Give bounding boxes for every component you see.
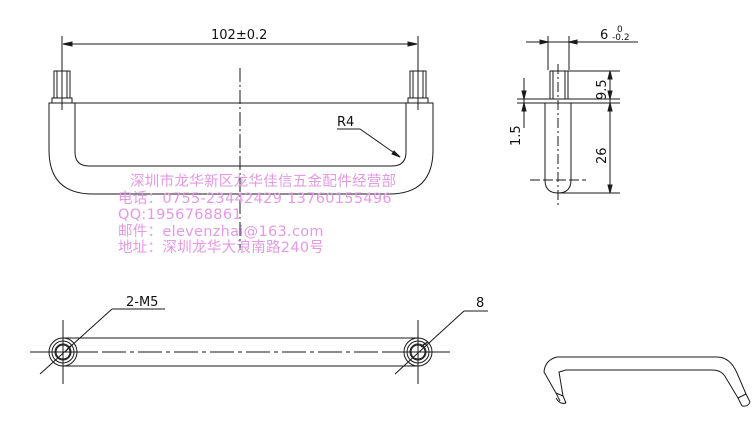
shoulder-label: 1.5 xyxy=(509,125,524,146)
watermark-qq: QQ:1956768861 xyxy=(118,207,242,223)
front-view xyxy=(48,36,434,250)
radius-label: R4 xyxy=(337,115,354,130)
center-distance-label: 102±0.2 xyxy=(211,28,267,43)
watermark-email: 邮件：elevenzhai@163.com xyxy=(118,223,324,240)
watermark-company: 深圳市龙华新区龙华佳信五金配件经营部 xyxy=(130,174,397,190)
thread-length-label: 9.5 xyxy=(595,79,610,100)
isometric-view xyxy=(543,356,751,407)
top-view xyxy=(30,308,488,384)
thread-spec-label: 2-M5 xyxy=(126,295,158,310)
side-view xyxy=(517,36,638,208)
side-width-tol-lower: -0.2 xyxy=(612,33,630,43)
side-width-label: 6 xyxy=(600,28,608,43)
watermark-address: 地址：深圳龙华大浪南路240号 xyxy=(118,240,325,256)
diameter-label: 8 xyxy=(476,296,484,311)
company-watermark: 深圳市龙华新区龙华佳信五金配件经营部 电话：0755-23442429 1376… xyxy=(118,174,396,257)
watermark-phone: 电话：0755-23442429 13760155496 xyxy=(118,190,392,207)
side-width-tol-upper: 0 xyxy=(617,25,623,35)
height-label: 26 xyxy=(595,147,610,164)
